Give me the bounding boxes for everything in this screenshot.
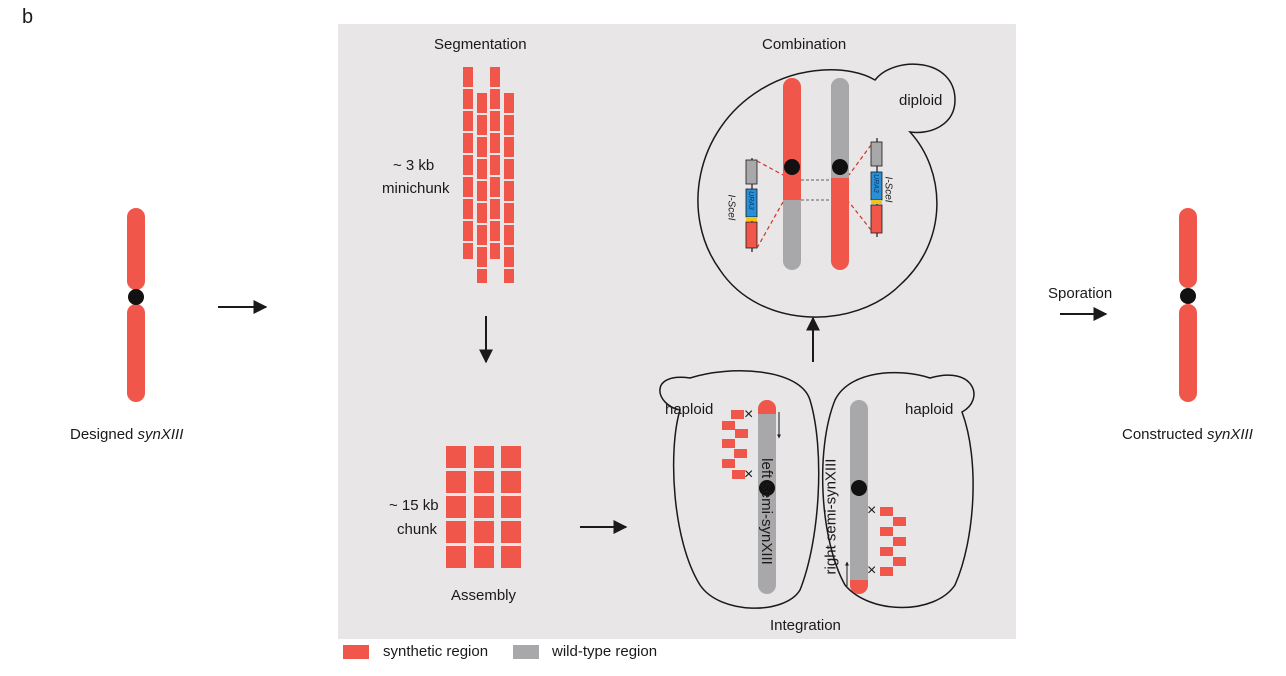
chunk-label: chunk xyxy=(397,521,438,538)
right-marker-cassette xyxy=(848,138,883,237)
integration-label: Integration xyxy=(770,617,841,634)
designed-label: Designed synXIII xyxy=(70,426,184,443)
left-semi-label: left semi-synXIII xyxy=(757,458,775,565)
right-integration-chunks xyxy=(880,507,906,576)
right-semi-label: right semi-synXIII xyxy=(822,458,840,575)
haploid-right-label: haploid xyxy=(905,401,954,418)
panel-letter: b xyxy=(22,6,34,28)
designed-left-arm xyxy=(127,208,145,290)
minichunk-col-2 xyxy=(477,93,487,283)
right-marker-gene-label: URA3 xyxy=(871,174,879,193)
left-marker-gene-label: URA3 xyxy=(746,191,754,210)
constructed-label: Constructed synXIII xyxy=(1122,426,1253,443)
combination-label: Combination xyxy=(762,36,847,53)
right-marker-label: I-SceI xyxy=(882,176,894,203)
minichunk-size-label: ~ 3 kb xyxy=(393,157,435,174)
legend-wildtype-label: wild-type region xyxy=(552,643,658,660)
legend-wildtype-swatch xyxy=(513,645,539,659)
left-haploid-cell xyxy=(659,370,820,609)
designed-right-arm xyxy=(127,304,145,402)
chunk-size-label: ~ 15 kb xyxy=(389,497,439,514)
legend-synthetic-swatch xyxy=(343,645,369,659)
cross-mark-right-top: × xyxy=(867,502,877,519)
sporation-label: Sporation xyxy=(1048,285,1113,302)
left-integration-chunks xyxy=(722,410,748,479)
left-marker-cassette xyxy=(745,158,784,252)
designed-centromere xyxy=(128,289,144,305)
legend-synthetic-label: synthetic region xyxy=(383,643,489,660)
diploid-cell xyxy=(697,63,956,318)
haploid-left-label: haploid xyxy=(665,401,714,418)
minichunk-col-4 xyxy=(504,93,514,283)
right-haploid-cell xyxy=(821,371,975,609)
cross-mark-right-bottom: × xyxy=(867,562,877,579)
minichunk-stack xyxy=(463,67,514,283)
segmentation-label: Segmentation xyxy=(434,36,527,53)
cross-mark-left-top: × xyxy=(744,406,754,423)
assembly-label: Assembly xyxy=(451,587,517,604)
constructed-right-arm xyxy=(1179,304,1197,402)
minichunk-col-1 xyxy=(463,67,473,259)
cross-mark-left-bottom: × xyxy=(744,466,754,483)
constructed-chromosome xyxy=(1179,208,1197,402)
constructed-left-arm xyxy=(1179,208,1197,288)
constructed-centromere xyxy=(1180,288,1196,304)
left-marker-label: I-SceI xyxy=(725,194,737,221)
diploid-label: diploid xyxy=(899,92,943,109)
designed-chromosome xyxy=(127,208,145,402)
minichunk-label: minichunk xyxy=(382,180,450,197)
minichunk-col-3 xyxy=(490,67,500,259)
chunk-stack xyxy=(446,446,521,568)
